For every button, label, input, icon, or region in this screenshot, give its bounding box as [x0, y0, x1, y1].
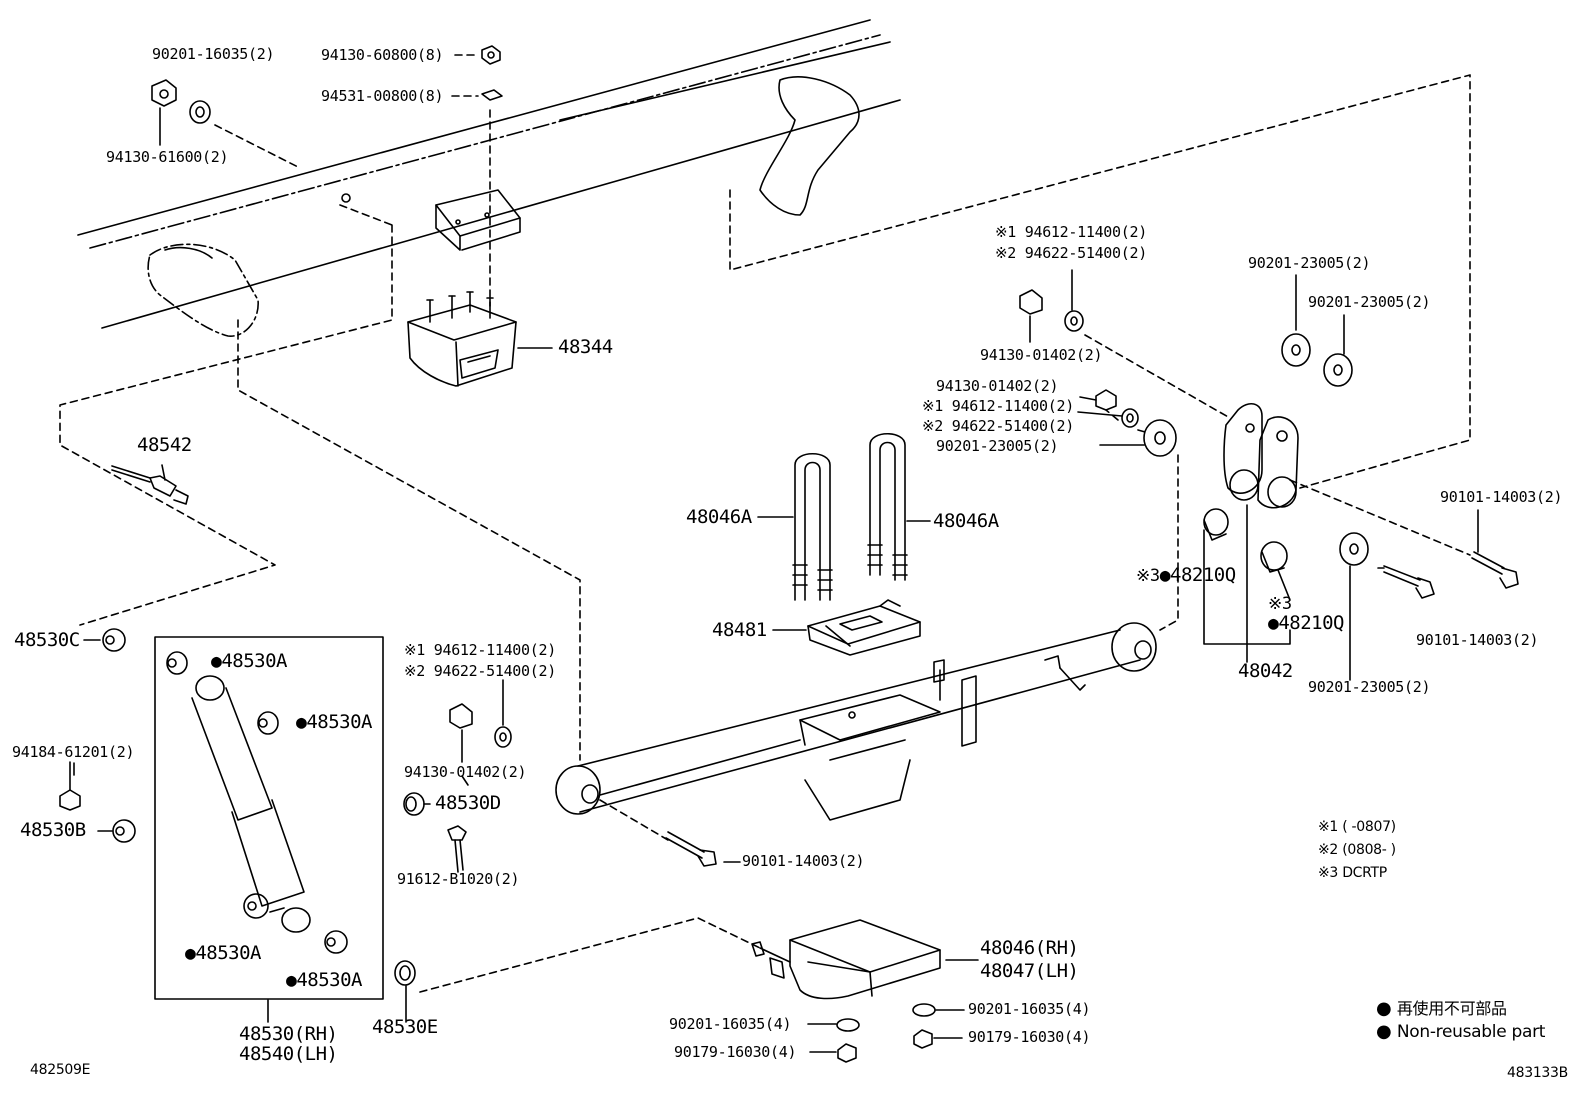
shock-absorber-drawing [166, 651, 348, 954]
part-label-48530A-2: ●48530A [296, 711, 372, 733]
part-label-90201-16035-top: 90201-16035(2) [152, 45, 275, 63]
part-label-48530A-1: ●48530A [211, 650, 287, 672]
guide-lines-left [59, 54, 581, 761]
legend-japanese: ● 再使用不可部品 [1376, 998, 1507, 1019]
legend-dot-icon: ● [1376, 998, 1397, 1019]
part-label-48042: 48042 [1238, 660, 1293, 682]
part-label-90201-16035-b2: 90201-16035(4) [968, 1000, 1091, 1018]
part-label-48530E: 48530E [372, 1016, 438, 1038]
part-label-note1-top: ※1 94612-11400(2) [995, 223, 1147, 241]
nut-94130-60800-drawing [481, 45, 501, 65]
washer-90201-16035-drawing [189, 100, 211, 124]
spring-seat-48046-drawing [751, 919, 979, 1000]
footnote-1: ※1 ( -0807) [1318, 819, 1396, 835]
nut-94130-01402-mid-drawing [449, 703, 473, 763]
part-label-48046-rh: 48046(RH) [980, 937, 1079, 959]
part-label-48046A-left: 48046A [686, 506, 752, 528]
footnote-2: ※2 (0808- ) [1318, 842, 1396, 858]
part-label-94130-01402-mid: 94130-01402(2) [404, 763, 527, 781]
part-label-94130-01402-right: 94130-01402(2) [936, 377, 1059, 395]
non-reusable-dot: ● [185, 943, 196, 964]
non-reusable-dot: ● [1159, 565, 1171, 586]
part-label-note2-mid: ※2 94622-51400(2) [404, 662, 556, 680]
part-label-90101-14003-r1: 90101-14003(2) [1440, 488, 1563, 506]
part-label-48530B: 48530B [20, 819, 86, 841]
part-label-48542: 48542 [137, 434, 192, 456]
part-label-94130-61600: 94130-61600(2) [106, 148, 229, 166]
part-label-48530A-4: ●48530A [286, 969, 362, 991]
figure-code-left: 482509E [30, 1062, 91, 1078]
nuts-94130-01402-right-drawing [1019, 269, 1139, 428]
nut-94184-61201-drawing [59, 761, 81, 811]
part-label-90179-16030-b2: 90179-16030(4) [968, 1028, 1091, 1046]
part-label-note3-2: ※3 [1268, 594, 1292, 614]
spring-bracket-48344-drawing [407, 291, 553, 387]
part-label-94184-61201: 94184-61201(2) [12, 743, 135, 761]
part-label-48210Q-1: ※3●48210Q [1136, 564, 1236, 586]
part-label-48530-rh: 48530(RH) [239, 1023, 338, 1045]
figure-code-right: 483133B [1507, 1065, 1568, 1081]
part-label-48344: 48344 [558, 336, 613, 358]
legend-dot-icon: ● [1376, 1021, 1397, 1042]
part-label-90201-23005-a: 90201-23005(2) [1248, 254, 1371, 272]
stud-48542-drawing [111, 464, 189, 505]
leaf-spring-drawing [555, 622, 1157, 821]
bolt-91612-b1020-drawing [447, 825, 467, 873]
u-bolt-48046a-right-drawing [867, 433, 931, 581]
non-reusable-dot: ● [286, 970, 297, 991]
part-label-48210Q-2: ●48210Q [1268, 612, 1344, 634]
washers-90201-23005-drawing [1143, 274, 1369, 681]
bushing-48530E-drawing [394, 960, 416, 986]
washer-94612-mid-drawing [494, 679, 512, 748]
part-label-90101-14003-mid: 90101-14003(2) [742, 852, 865, 870]
non-reusable-dot: ● [1268, 613, 1279, 634]
part-label-94531-00800: 94531-00800(8) [321, 87, 444, 105]
bushing-48530C-drawing [83, 628, 126, 652]
shackle-48042-drawing [1203, 403, 1299, 663]
part-label-note1-mid: ※1 94612-11400(2) [404, 641, 556, 659]
bolt-94130-61600-drawing [151, 79, 177, 146]
part-label-48530A-3: ●48530A [185, 942, 261, 964]
bushing-48530D-drawing [403, 792, 425, 816]
part-label-48530C: 48530C [14, 629, 80, 651]
part-label-48530D: 48530D [435, 792, 501, 814]
part-label-note1-right: ※1 94612-11400(2) [922, 397, 1074, 415]
spacer-48481-drawing [772, 599, 921, 656]
part-label-91612-b1020: 91612-B1020(2) [397, 870, 520, 888]
bolts-90101-14003-drawing [665, 509, 1519, 867]
part-label-note2-right: ※2 94622-51400(2) [922, 417, 1074, 435]
part-label-90201-16035-b1: 90201-16035(4) [669, 1015, 792, 1033]
frame-bracket-drawing [435, 189, 521, 251]
guide-lines-right [419, 334, 1471, 993]
part-label-90201-23005-c: 90201-23005(2) [1308, 678, 1431, 696]
bushing-48530B-drawing [97, 819, 136, 843]
part-label-90201-23005-r: 90201-23005(2) [936, 437, 1059, 455]
part-label-48540-lh: 48540(LH) [239, 1043, 338, 1065]
part-label-94130-01402-top: 94130-01402(2) [980, 346, 1103, 364]
part-label-90101-14003-r2: 90101-14003(2) [1416, 631, 1539, 649]
part-label-48046A-right: 48046A [933, 510, 999, 532]
hole-drawing [341, 193, 351, 203]
non-reusable-dot: ● [211, 651, 222, 672]
u-bolt-48046a-left-drawing [757, 453, 833, 601]
part-label-48481: 48481 [712, 619, 767, 641]
frame-rail-drawing [77, 19, 1471, 489]
part-label-90179-16030-b1: 90179-16030(4) [674, 1043, 797, 1061]
bottom-hardware-drawing [807, 1003, 965, 1063]
legend-english: ● Non-reusable part [1376, 1021, 1546, 1042]
part-label-94130-60800: 94130-60800(8) [321, 46, 444, 64]
washer-94531-00800-drawing [481, 89, 503, 101]
leader-lines [73, 396, 1145, 1023]
footnote-3: ※3 DCRTP [1318, 865, 1387, 881]
part-label-90201-23005-b: 90201-23005(2) [1308, 293, 1431, 311]
part-label-48047-lh: 48047(LH) [980, 960, 1079, 982]
shock-absorber-box [154, 636, 384, 1000]
part-label-note2-top: ※2 94622-51400(2) [995, 244, 1147, 262]
non-reusable-dot: ● [296, 712, 307, 733]
